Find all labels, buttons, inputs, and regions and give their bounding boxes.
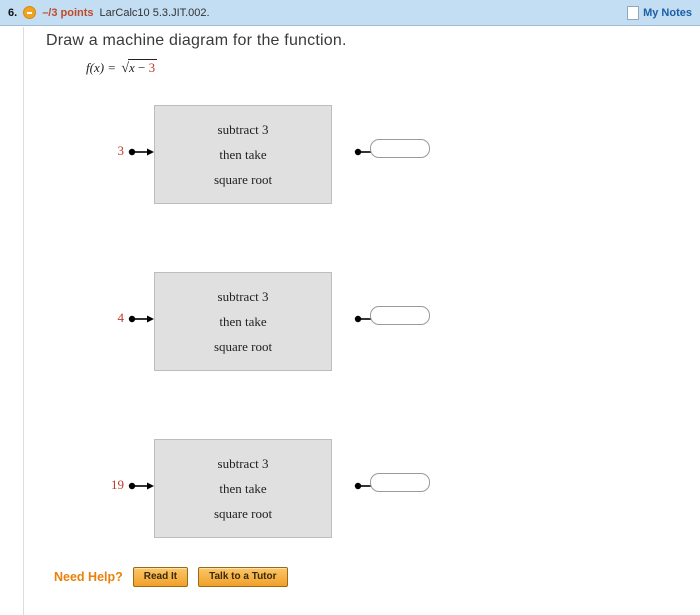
- my-notes-label: My Notes: [643, 7, 692, 19]
- need-help-label: Need Help?: [54, 570, 123, 584]
- radical-group: √x − 3: [119, 59, 158, 77]
- machine-1-input-value: 3: [117, 143, 125, 158]
- machine-1-answer-input[interactable]: [370, 139, 430, 158]
- machine-diagram-3: 19 subtract 3 then take square root: [24, 439, 700, 539]
- question-content: Draw a machine diagram for the function.…: [24, 27, 700, 615]
- machine-1-line-3: square root: [213, 171, 273, 187]
- machine-3-input-arrow-icon: [128, 480, 154, 492]
- machine-diagram-2: 4 subtract 3 then take square root: [24, 272, 700, 372]
- machine-3-box: subtract 3 then take square root: [154, 439, 332, 538]
- machine-3-line-1: subtract 3: [217, 455, 269, 471]
- talk-to-tutor-button[interactable]: Talk to a Tutor: [198, 567, 288, 587]
- formula-lhs: f(x) =: [86, 60, 120, 75]
- page-title: Draw a machine diagram for the function.: [46, 32, 347, 49]
- points-label: –/3 points: [42, 6, 94, 19]
- machine-2-line-1: subtract 3: [217, 288, 269, 304]
- minus-circle-icon: [23, 6, 37, 19]
- left-divider: [23, 27, 24, 615]
- radical-sign: √: [121, 61, 129, 76]
- note-icon: [627, 6, 640, 20]
- machine-1-line-1: subtract 3: [217, 121, 269, 137]
- machine-1-box: subtract 3 then take square root: [154, 105, 332, 204]
- question-number: 6.: [8, 6, 18, 19]
- machine-1-input-arrow-icon: [128, 146, 154, 158]
- radicand-operator: −: [134, 60, 149, 75]
- machine-3-input-value: 19: [111, 477, 124, 492]
- machine-3-line-3: square root: [213, 505, 273, 521]
- function-formula: f(x) = √x − 3: [86, 59, 158, 77]
- my-notes-button[interactable]: My Notes: [627, 6, 692, 20]
- machine-diagram-1: 3 subtract 3 then take square root: [24, 105, 700, 205]
- need-help-section: Need Help? Read It Talk to a Tutor: [54, 567, 288, 587]
- question-header-bar: 6. –/3 points LarCalc10 5.3.JIT.002. My …: [0, 0, 700, 26]
- machine-1-line-2: then take: [219, 146, 267, 162]
- radicand: x − 3: [128, 59, 158, 76]
- radicand-number: 3: [148, 60, 156, 75]
- radicand-variable: x: [129, 60, 135, 75]
- machine-2-input-arrow-icon: [128, 313, 154, 325]
- machine-2-answer-input[interactable]: [370, 306, 430, 325]
- machine-2-box: subtract 3 then take square root: [154, 272, 332, 371]
- question-code: LarCalc10 5.3.JIT.002.: [99, 6, 210, 19]
- machine-3-answer-input[interactable]: [370, 473, 430, 492]
- read-it-button[interactable]: Read It: [132, 567, 189, 587]
- machine-3-line-2: then take: [219, 480, 267, 496]
- machine-2-input-value: 4: [117, 310, 125, 325]
- machine-2-line-2: then take: [219, 313, 267, 329]
- machine-2-line-3: square root: [213, 338, 273, 354]
